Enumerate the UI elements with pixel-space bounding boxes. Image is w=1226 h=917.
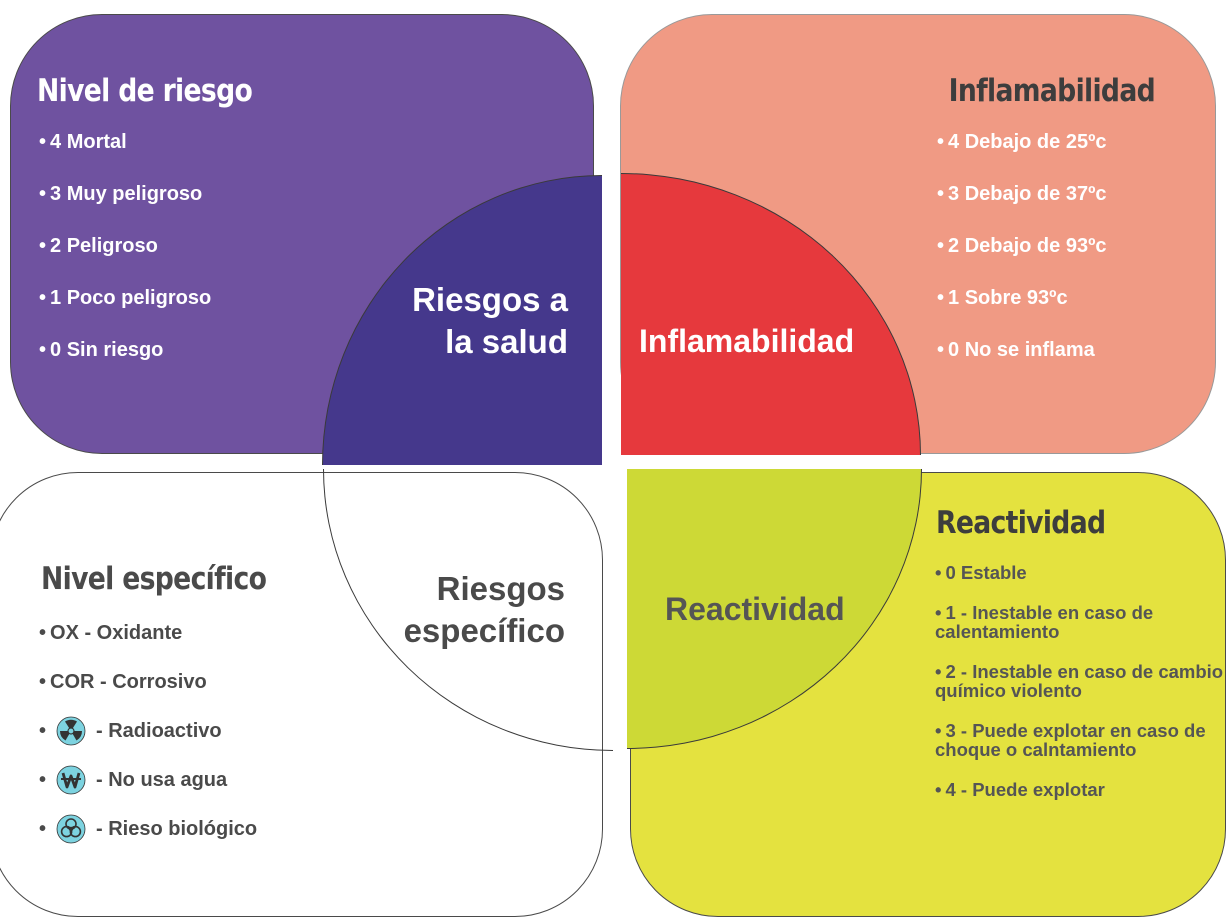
reactivity-quadrant-label: Reactividad — [665, 590, 845, 627]
list-item: • - No usa agua — [39, 765, 257, 795]
no-water-icon — [56, 765, 86, 795]
list-item: •2 Peligroso — [39, 235, 158, 257]
list-item: • - Radioactivo — [39, 716, 257, 746]
list-item: • - Rieso biológico — [39, 814, 257, 844]
health-quadrant: Riesgos a la salud — [322, 175, 602, 465]
list-item: •3 - Puede explotar en caso de choque o … — [935, 720, 1206, 760]
list-item: •2 Debajo de 93ºc — [937, 235, 1107, 257]
flammability-quadrant: Inflamabilidad — [621, 173, 921, 455]
list-item: •2 - Inestable en caso de cambio químico… — [935, 661, 1224, 701]
specific-risk-card: Nivel específico •OX - Oxidante •COR - C… — [0, 469, 613, 917]
list-item: •COR - Corrosivo — [39, 671, 207, 693]
list-item: •OX - Oxidante — [39, 622, 183, 644]
list-item: •4 - Puede explotar — [935, 779, 1105, 800]
radioactive-icon — [56, 716, 86, 746]
health-risk-card: Nivel de riesgo •4 Mortal •3 Muy peligro… — [10, 14, 602, 465]
flammability-quadrant-label: Inflamabilidad — [639, 322, 855, 359]
list-item: •0 Sin riesgo — [39, 339, 164, 361]
specific-quadrant: Riesgos específico — [323, 469, 613, 751]
list-item: •0 Estable — [935, 562, 1027, 583]
list-item: •1 - Inestable en caso de calentamiento — [935, 602, 1154, 642]
flammability-card: Inflamabilidad •4 Debajo de 25ºc •3 Deba… — [620, 14, 1216, 455]
specific-quadrant-label: Riesgos específico — [403, 569, 565, 649]
reactivity-card: Reactividad Reactividad •0 Estable •1 - … — [627, 469, 1226, 917]
reactivity-title: Reactividad — [936, 505, 1106, 541]
flammability-title: Inflamabilidad — [948, 73, 1156, 109]
flammability-levels-list: •4 Debajo de 25ºc •3 Debajo de 37ºc •2 D… — [937, 130, 1107, 390]
list-item: •4 Debajo de 25ºc — [937, 131, 1107, 153]
biohazard-icon — [56, 814, 86, 844]
list-item: •4 Mortal — [39, 131, 127, 153]
list-item: •0 No se inflama — [937, 339, 1095, 361]
reactivity-quadrant: Reactividad — [627, 469, 922, 749]
specific-levels-list: •OX - Oxidante •COR - Corrosivo • - Radi… — [39, 621, 257, 866]
health-title: Nivel de riesgo — [37, 73, 253, 109]
list-item: •3 Debajo de 37ºc — [937, 183, 1107, 205]
specific-title: Nivel específico — [41, 561, 267, 597]
list-item: •1 Sobre 93ºc — [937, 287, 1068, 309]
list-item: •1 Poco peligroso — [39, 287, 212, 309]
health-levels-list: •4 Mortal •3 Muy peligroso •2 Peligroso … — [39, 130, 211, 390]
list-item: •3 Muy peligroso — [39, 183, 203, 205]
health-quadrant-label: Riesgos a la salud — [412, 280, 568, 360]
reactivity-levels-list: •0 Estable •1 - Inestable en caso de cal… — [935, 563, 1225, 820]
